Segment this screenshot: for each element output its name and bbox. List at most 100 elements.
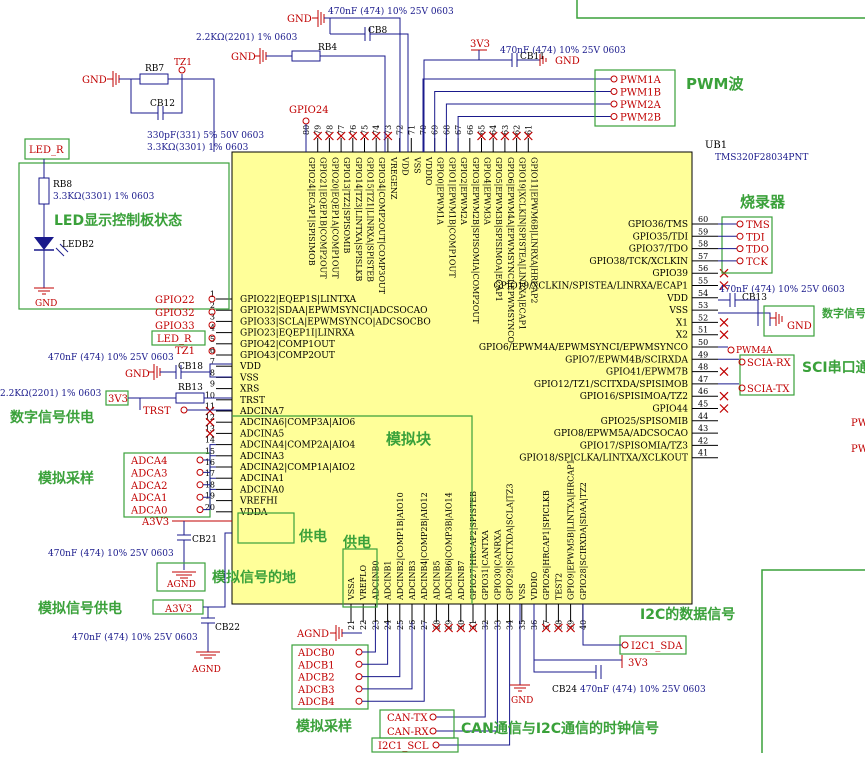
- resistor-rb4: [266, 50, 386, 152]
- wire-adcb1: [362, 622, 389, 665]
- digital-gnd-box: [763, 305, 815, 337]
- can-rx-pin-marker: [429, 727, 437, 735]
- pin-name-8: VSS: [239, 373, 259, 383]
- pwm1b-pin-marker: [610, 88, 618, 95]
- wire-i2c-sda: [582, 604, 622, 646]
- pin-name-18: ADCINA0: [239, 485, 285, 495]
- pin-number-60: 60: [698, 215, 708, 224]
- pin-name-13: ADCINA5: [239, 429, 285, 439]
- adcb0-pin-marker: [355, 648, 363, 656]
- gpio22-net-label: GPIO22: [155, 295, 195, 306]
- cb13-value: 470nF (474) 10% 25V 0603: [719, 284, 845, 295]
- pin-number-77: 77: [337, 125, 346, 135]
- wire-adcb4: [362, 622, 425, 702]
- tck-pin-marker: [736, 257, 744, 265]
- agnd-highlight-box: [156, 562, 206, 592]
- pin-name-67: GPIO2|EPWM2A: [459, 157, 468, 225]
- nc-mark-pin-46: [719, 391, 729, 401]
- pin-number-64: 64: [489, 125, 498, 135]
- nc-mark-pin-78: [324, 131, 334, 141]
- tdi-pin-marker: [736, 232, 744, 240]
- pin-name-22: VREFLO: [359, 564, 368, 601]
- pin-name-40: GPIO28|SCIRXDA|SDAA|TZ2: [579, 482, 588, 600]
- cb18-ref: CB18: [178, 362, 203, 372]
- scia-rx-label: SCIA-RX: [747, 358, 792, 369]
- pin-number-39: 39: [567, 620, 576, 630]
- cb18-value: 470nF (474) 10% 25V 0603: [48, 352, 174, 363]
- pin-name-1: GPIO22|EQEP1S|LINTXA: [240, 295, 357, 305]
- pin-number-38: 38: [554, 620, 563, 630]
- pin-name-70: VDDIO: [424, 156, 433, 186]
- gpio22-pin-marker: [208, 295, 216, 303]
- analog-block-box: [232, 415, 473, 604]
- wire-adca2: [203, 466, 216, 486]
- cb8-ref: CB8: [368, 26, 388, 36]
- pin-name-72: VDD: [401, 156, 410, 176]
- pin-number-43: 43: [698, 424, 708, 433]
- pin-number-74: 74: [372, 125, 381, 135]
- pin-number-30: 30: [457, 620, 466, 630]
- pin-number-55: 55: [698, 277, 708, 286]
- annotation-analog-gnd: 模拟信号的地: [212, 569, 296, 586]
- pin-name-49: GPIO7/EPWM4B/SCIRXDA: [565, 355, 688, 365]
- wire-adca4: [203, 444, 216, 461]
- gpio33-pin-marker: [208, 321, 216, 329]
- pin-number-3: 3: [210, 312, 215, 321]
- pin-name-53: VSS: [668, 306, 688, 316]
- nc-mark-pin-38: [553, 623, 563, 633]
- cap-cb12: [130, 79, 183, 120]
- wire-adca1: [203, 477, 216, 498]
- cap-cb18: [160, 363, 232, 379]
- trst-pin-marker: [180, 406, 188, 414]
- pin-name-38: TEST2: [554, 573, 563, 600]
- nc-mark-pin-13: [205, 428, 215, 438]
- pin-number-11: 11: [205, 402, 215, 411]
- pin-name-26: ADCINB3: [408, 561, 417, 601]
- pin-number-14: 14: [205, 436, 215, 445]
- rb4-ref: RB4: [318, 43, 337, 53]
- pin-name-16: ADCINA2|COMP1A|AIO2: [239, 463, 355, 473]
- pwm2a-pin-marker: [610, 100, 618, 108]
- led-r-label-top: LED_R: [29, 145, 64, 156]
- pin-number-21: 21: [347, 620, 356, 630]
- pin-name-17: ADCINA1: [239, 474, 284, 484]
- scia-rx-pin-marker: [738, 358, 746, 366]
- agnd-symbol-bottom: [330, 625, 343, 641]
- i2c-scl-label: I2C1_SCL: [378, 741, 429, 752]
- gpio24-label: GPIO24: [289, 105, 329, 116]
- gpio32-net-label: GPIO32: [155, 308, 195, 319]
- gnd-symbol-rb4: [254, 48, 267, 64]
- nc-mark-pin-30: [456, 623, 466, 633]
- adcb2-label: ADCB2: [297, 673, 335, 684]
- can-tx-label: CAN-TX: [387, 713, 428, 724]
- a3v3-label-vdda: A3V3: [164, 604, 192, 615]
- chip-body: [231, 151, 693, 605]
- pin-name-50: GPIO6/EPWM4A/EPWMSYNCI/EPWMSYNCO: [479, 343, 688, 353]
- gnd-symbol-digital: [770, 312, 783, 326]
- pin-name-58: GPIO37/TDO: [629, 245, 688, 255]
- pin-name-71: VSS: [412, 156, 421, 174]
- pin-name-46: GPIO16/SPISIMOA/TZ2: [580, 392, 688, 402]
- pin-number-22: 22: [359, 620, 368, 630]
- pin-number-46: 46: [698, 387, 708, 396]
- pin-name-80: GPIO24|ECAP1|SPISIMOB: [307, 157, 316, 266]
- adca4-pin-marker: [196, 456, 204, 464]
- gnd-label-digital: GND: [787, 321, 812, 332]
- pin-number-56: 56: [698, 264, 708, 273]
- annotation-can-i2c-clock: CAN通信与I2C通信的时钟信号: [461, 720, 659, 737]
- pin-name-56: GPIO39: [652, 269, 688, 279]
- pin-name-24: ADCINB1: [384, 561, 393, 601]
- wire-adcb2: [362, 622, 401, 678]
- pin-name-78: GPIO20|EQEP1A|COMP1OUT: [330, 157, 339, 279]
- pin-name-25: ADCINB2|COMP1B|AIO10: [396, 492, 405, 601]
- nc-mark-pin-37: [541, 623, 551, 633]
- tz1-pin-marker: [178, 66, 186, 74]
- nc-mark-pin-48: [719, 367, 729, 377]
- pin-number-31: 31: [469, 620, 478, 630]
- pin-name-39: GPIO9|EPWM5B|LINTXA|HRCAP1: [567, 459, 576, 600]
- annotation-sci: SCI串口通信: [802, 359, 865, 376]
- pin-number-48: 48: [698, 363, 708, 372]
- nc-mark-pin-52: [719, 317, 729, 327]
- tms-label: TMS: [746, 220, 770, 231]
- chip-right-pins: 60GPIO36/TMS59GPIO35/TDI58GPIO37/TDO57GP…: [479, 215, 739, 464]
